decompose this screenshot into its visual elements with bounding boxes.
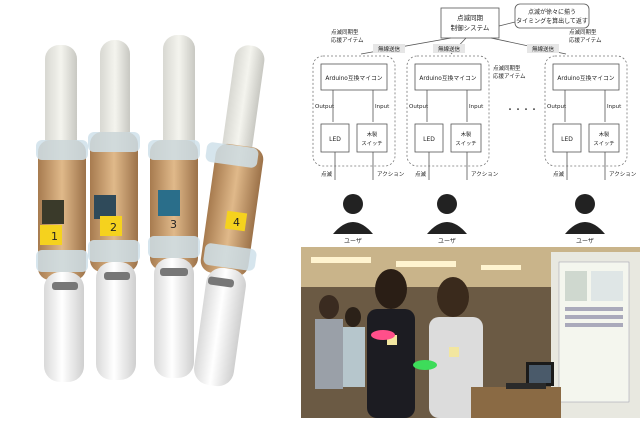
- output-label-3: Output: [547, 104, 567, 110]
- control-system-line-1: 点滅同期: [457, 13, 484, 22]
- stick-label-3: 3: [170, 218, 177, 231]
- action-label-2: アクション: [471, 171, 499, 178]
- blink-label-1: 点滅: [321, 170, 333, 178]
- light-stick-3: [148, 35, 200, 378]
- user-icon-2: [427, 194, 467, 234]
- wireless-label-3: 無線送信: [532, 45, 555, 53]
- output-label-1: Output: [315, 104, 335, 110]
- laptop-base: [506, 383, 546, 389]
- item-title-3a: 点滅同期型: [569, 28, 597, 36]
- table: [471, 387, 561, 418]
- led-label-3: LED: [561, 136, 573, 143]
- switch-label-3b: スイッチ: [593, 140, 614, 147]
- led-label-1: LED: [329, 136, 341, 143]
- input-label-2: Input: [469, 104, 484, 110]
- action-label-1: アクション: [377, 171, 405, 178]
- user-icon-3: [565, 194, 605, 234]
- user-icon-1: [333, 194, 373, 234]
- item-title-2a: 点滅同期型: [493, 64, 521, 72]
- stick-label-2: 2: [110, 221, 117, 234]
- item-module-2: [406, 55, 490, 180]
- switch-label-2b: スイッチ: [455, 140, 476, 147]
- user-label-2: ユーザ: [438, 238, 456, 245]
- light-stick-1: [36, 45, 88, 382]
- demo-scene-photo: [301, 247, 640, 418]
- system-diagram: 点滅同期 制御システム 点滅が徐々に揃う タイミングを算出して返す 無線送信 無…: [301, 0, 640, 246]
- control-system-box: [440, 7, 500, 39]
- user-label-1: ユーザ: [344, 238, 362, 245]
- light-stick-2: [88, 40, 140, 380]
- stick-label-4: 4: [233, 216, 240, 229]
- demo-scene-illustration: [301, 247, 640, 418]
- person-right: [429, 277, 483, 418]
- light-stick-4: [194, 45, 265, 387]
- light-sticks-illustration: 1 2 3: [36, 35, 265, 387]
- switch-label-2a: 木製: [461, 130, 472, 138]
- blink-label-2: 点滅: [415, 170, 427, 178]
- mcu-label-3: Arduino互換マイコン: [557, 74, 614, 82]
- blink-label-3: 点滅: [553, 170, 565, 178]
- mcu-label-2: Arduino互換マイコン: [419, 74, 476, 82]
- item-module-3: [544, 55, 628, 180]
- control-system-line-2: 制御システム: [451, 23, 490, 32]
- item-title-3b: 応援アイテム: [569, 36, 602, 44]
- switch-label-1a: 木製: [367, 130, 378, 138]
- light-sticks-photo: 1 2 3: [0, 0, 300, 418]
- wireless-label-2: 無線送信: [438, 45, 461, 53]
- item-title-2b: 応援アイテム: [493, 72, 526, 80]
- stick-label-1: 1: [51, 230, 58, 243]
- callout-bubble: [514, 3, 590, 29]
- ellipsis: ・・・・: [506, 105, 538, 114]
- background-people: [315, 295, 365, 389]
- green-light: [413, 360, 437, 370]
- wireless-label-1: 無線送信: [378, 45, 401, 53]
- switch-label-3a: 木製: [599, 130, 610, 138]
- user-label-3: ユーザ: [576, 238, 594, 245]
- led-label-2: LED: [423, 136, 435, 143]
- callout-line-1: 点滅が徐々に揃う: [528, 8, 576, 16]
- input-label-3: Input: [607, 104, 622, 110]
- output-label-2: Output: [409, 104, 429, 110]
- switch-label-1b: スイッチ: [361, 140, 382, 147]
- item-title-1b: 応援アイテム: [331, 36, 364, 44]
- callout-line-2: タイミングを算出して返す: [516, 17, 588, 25]
- system-diagram-svg: 点滅同期 制御システム 点滅が徐々に揃う タイミングを算出して返す 無線送信 無…: [312, 3, 637, 245]
- item-module-1: [312, 55, 396, 180]
- item-title-1a: 点滅同期型: [331, 28, 359, 36]
- mcu-label-1: Arduino互換マイコン: [325, 74, 382, 82]
- input-label-1: Input: [375, 104, 390, 110]
- action-label-3: アクション: [609, 171, 637, 178]
- pink-light: [371, 330, 395, 340]
